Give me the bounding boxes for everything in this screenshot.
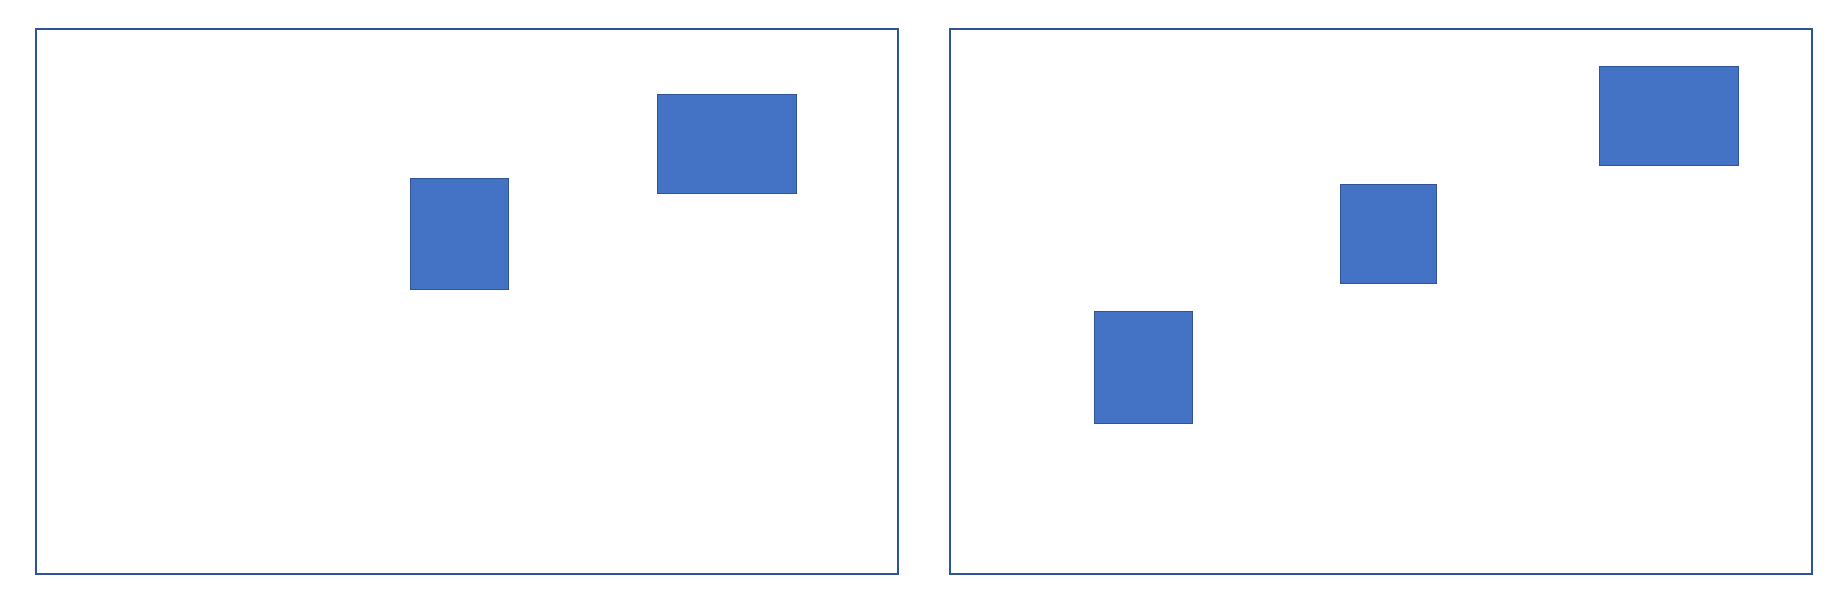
left-square-rectangle[interactable] xyxy=(410,178,509,290)
right-panel xyxy=(949,28,1813,575)
right-lower-rectangle[interactable] xyxy=(1094,311,1193,424)
left-wide-rectangle[interactable] xyxy=(657,94,797,194)
right-wide-rectangle[interactable] xyxy=(1599,66,1739,166)
right-middle-rectangle[interactable] xyxy=(1340,184,1437,284)
left-panel xyxy=(35,28,899,575)
